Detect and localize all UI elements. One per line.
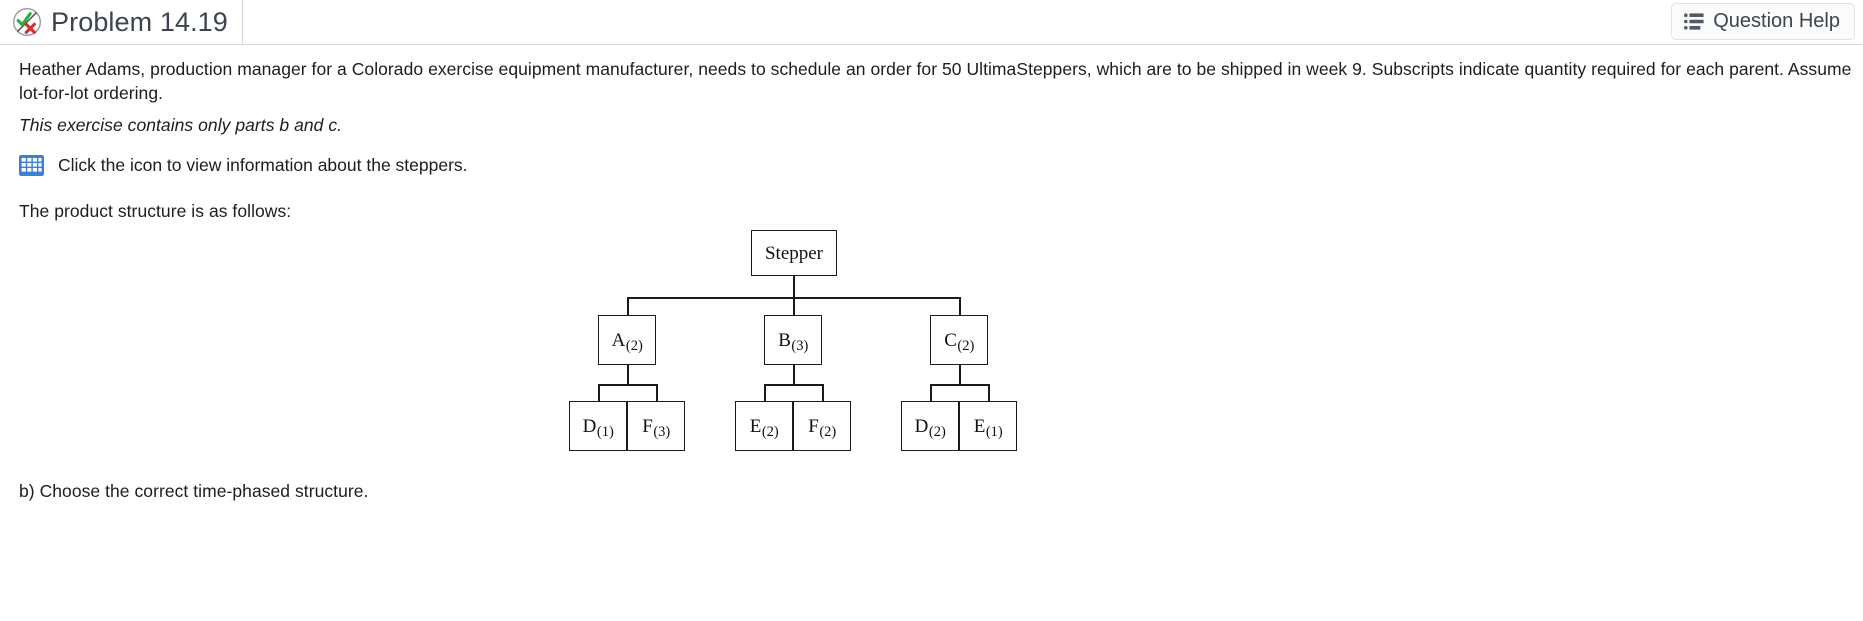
node-f3: F(3)	[627, 401, 685, 451]
connector-c-drop-e	[988, 384, 990, 401]
connector-b-drop-f	[822, 384, 824, 401]
node-d2-label: D(2)	[914, 415, 946, 440]
node-a-label: A(2)	[611, 329, 643, 354]
connector-a-drop-d	[598, 384, 600, 401]
part-b-prompt: b) Choose the correct time-phased struct…	[19, 481, 369, 501]
page-title: Problem 14.19	[51, 6, 228, 37]
question-help-button[interactable]: Question Help	[1671, 3, 1855, 40]
node-e2-label: E(2)	[749, 415, 779, 440]
connector-c-stem	[959, 365, 961, 385]
page-header: Problem 14.19 Question Help	[0, 0, 1863, 45]
header-title-group: Problem 14.19	[0, 0, 243, 44]
connector-c-drop-d	[930, 384, 932, 401]
table-icon-row[interactable]: Click the icon to view information about…	[19, 155, 468, 176]
connector-a-stem	[627, 365, 629, 385]
connector-b-stem	[793, 365, 795, 385]
connector-b-drop-e	[764, 384, 766, 401]
list-icon	[1684, 13, 1704, 30]
node-f2-label: F(2)	[808, 415, 837, 440]
product-structure-diagram: Stepper A(2) B(3) C(2)	[569, 230, 1017, 465]
node-b-label: B(3)	[778, 329, 809, 354]
exercise-scope-note: This exercise contains only parts b and …	[19, 115, 343, 135]
structure-intro-text: The product structure is as follows:	[19, 201, 292, 221]
connector-root-stem	[793, 276, 795, 298]
node-d1-label: D(1)	[582, 415, 614, 440]
node-f2: F(2)	[793, 401, 851, 451]
connector-drop-b	[793, 297, 795, 315]
node-e1-label: E(1)	[973, 415, 1003, 440]
node-d2: D(2)	[901, 401, 959, 451]
node-e2: E(2)	[735, 401, 793, 451]
question-help-label: Question Help	[1713, 10, 1840, 32]
problem-body: Heather Adams, production manager for a …	[0, 45, 1863, 621]
table-icon-instruction: Click the icon to view information about…	[58, 155, 468, 175]
node-e1: E(1)	[959, 401, 1017, 451]
node-c: C(2)	[930, 315, 988, 365]
node-a: A(2)	[598, 315, 656, 365]
connector-a-bus	[598, 384, 656, 386]
table-grid-icon[interactable]	[19, 155, 44, 176]
connector-b-bus	[764, 384, 822, 386]
node-stepper: Stepper	[751, 230, 837, 276]
problem-statement: Heather Adams, production manager for a …	[19, 59, 1852, 103]
node-stepper-label: Stepper	[764, 242, 824, 264]
connector-drop-c	[959, 297, 961, 315]
check-cross-circle-icon	[12, 7, 42, 37]
node-b: B(3)	[764, 315, 822, 365]
connector-drop-a	[627, 297, 629, 315]
node-d1: D(1)	[569, 401, 627, 451]
node-c-label: C(2)	[944, 329, 975, 354]
connector-a-drop-f	[656, 384, 658, 401]
connector-c-bus	[930, 384, 988, 386]
node-f3-label: F(3)	[642, 415, 671, 440]
